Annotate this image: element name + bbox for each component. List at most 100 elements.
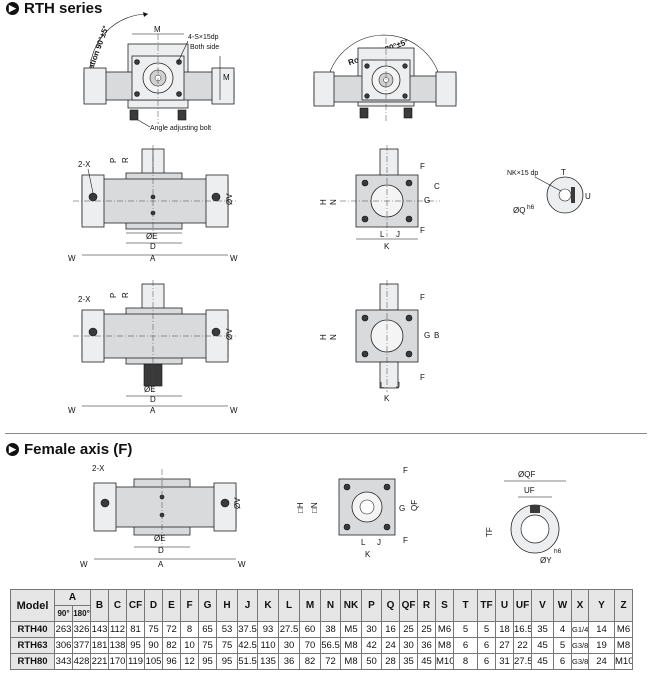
- table-cell: 72: [162, 621, 182, 638]
- table-cell: 14: [588, 621, 616, 638]
- dim-w-right: W: [230, 254, 238, 263]
- top-view-rotation-180: Rotation 180°±5°: [313, 34, 457, 123]
- header-e: E: [162, 589, 182, 622]
- table-cell: 93: [257, 621, 280, 638]
- table-cell: M6: [435, 621, 455, 638]
- header-l: L: [278, 589, 301, 622]
- dim-k: K: [384, 242, 390, 251]
- table-cell: 45: [531, 653, 555, 670]
- dim-k-f: K: [365, 550, 371, 559]
- side-view-double-shaft: H N G B F F L J K: [319, 280, 439, 403]
- table-cell-model: RTH40: [10, 621, 55, 638]
- dim-t: T: [561, 168, 566, 177]
- section-title-female-axis: ▶ Female axis (F): [6, 441, 132, 458]
- dim-p-2: P: [109, 293, 118, 298]
- dim-h6-female: h6: [554, 548, 562, 555]
- dim-h: H: [319, 199, 328, 205]
- table-cell: 25: [399, 621, 419, 638]
- female-side-view: □H □N G QF F F L J K: [296, 466, 419, 559]
- table-cell: 138: [108, 637, 128, 654]
- table-cell: 119: [126, 653, 146, 670]
- table-cell: 428: [71, 653, 92, 670]
- table-cell: 82: [299, 653, 322, 670]
- table-cell: G1/4: [571, 621, 590, 638]
- table-cell: 263: [54, 621, 73, 638]
- dim-f-top: F: [420, 162, 425, 171]
- table-cell: 18: [495, 621, 515, 638]
- front-view-single-shaft: 2-X P R ØV ØE D A W W: [68, 145, 238, 263]
- table-cell: G3/8: [571, 653, 590, 670]
- dim-n-2: N: [329, 334, 338, 340]
- table-cell: 5: [553, 637, 573, 654]
- table-cell: 50: [361, 653, 383, 670]
- table-cell: 8: [453, 653, 479, 670]
- table-cell: 170: [108, 653, 128, 670]
- table-cell: 75: [216, 637, 239, 654]
- table-cell: 30: [361, 621, 383, 638]
- table-cell-model: RTH80: [10, 653, 55, 670]
- top-view-rotation-90: Rotation 90°±5° M M 4-S×15dp Both side A…: [82, 12, 235, 132]
- table-cell: 95: [198, 653, 218, 670]
- table-cell: 377: [71, 637, 92, 654]
- table-cell: M8: [614, 637, 634, 654]
- table-cell: 8: [180, 621, 200, 638]
- female-front-view: 2-X ØV ØE D A W W: [80, 464, 246, 569]
- front-view-double-shaft: 2-X P R ØV ØE D A W W: [68, 280, 238, 415]
- dim-cf: QF: [410, 500, 419, 511]
- table-cell: 45: [531, 637, 555, 654]
- dim-w-right-f: W: [238, 560, 246, 569]
- dim-m-side: M: [223, 73, 230, 82]
- dim-e-2: ØE: [144, 385, 156, 394]
- header-x: X: [571, 589, 590, 622]
- both-side-label: Both side: [190, 44, 219, 51]
- dim-qf-dia: ØQF: [518, 470, 535, 479]
- table-cell: 70: [299, 637, 322, 654]
- dim-w-left: W: [68, 254, 76, 263]
- header-w: W: [553, 589, 573, 622]
- side-view-single-shaft: H N G C F F L J K: [319, 145, 440, 251]
- table-cell: 35: [531, 621, 555, 638]
- table-cell: 95: [216, 653, 239, 670]
- table-cell: 53: [216, 621, 239, 638]
- header-j: J: [237, 589, 259, 622]
- table-cell: 135: [257, 653, 280, 670]
- header-cf: CF: [126, 589, 146, 622]
- dim-y: ØY: [540, 556, 552, 565]
- header-a-180: 180°: [71, 605, 92, 622]
- dim-g: G: [424, 196, 430, 205]
- table-cell: 22: [513, 637, 533, 654]
- table-cell: M5: [340, 621, 363, 638]
- arrow-bullet-icon: ▶: [6, 2, 19, 15]
- table-cell: 75: [198, 637, 218, 654]
- header-z: Z: [614, 589, 634, 622]
- table-cell: 75: [144, 621, 164, 638]
- table-cell: 27.5: [513, 653, 533, 670]
- dim-2x-f: 2-X: [92, 464, 105, 473]
- dim-h-2: H: [319, 334, 328, 340]
- dim-g-f: G: [399, 504, 405, 513]
- table-cell: 27: [495, 637, 515, 654]
- table-cell: 42.5: [237, 637, 259, 654]
- table-cell: 90: [144, 637, 164, 654]
- dim-tf: TF: [485, 527, 494, 537]
- header-a: A: [53, 589, 92, 606]
- table-cell: 38: [320, 621, 342, 638]
- table-cell: 105: [144, 653, 164, 670]
- dim-w-right-2: W: [230, 406, 238, 415]
- dim-q: ØQ: [513, 206, 525, 215]
- header-b: B: [90, 589, 110, 622]
- section-title-rth-series: ▶ RTH series: [6, 0, 102, 17]
- shaft-detail: NK×15 dp T U ØQ h6: [507, 168, 591, 215]
- dim-b: B: [434, 331, 439, 340]
- female-axis-detail: ØQF UF TF h6 ØY: [485, 470, 566, 565]
- header-d: D: [144, 589, 164, 622]
- table-cell: 16: [381, 621, 401, 638]
- table-cell: 96: [162, 653, 182, 670]
- table-cell: 60: [299, 621, 322, 638]
- table-cell: 36: [417, 637, 437, 654]
- table-cell: 36: [278, 653, 301, 670]
- dim-f-bottom-f: F: [403, 536, 408, 545]
- table-cell: 4: [553, 621, 573, 638]
- table-cell: M8: [435, 637, 455, 654]
